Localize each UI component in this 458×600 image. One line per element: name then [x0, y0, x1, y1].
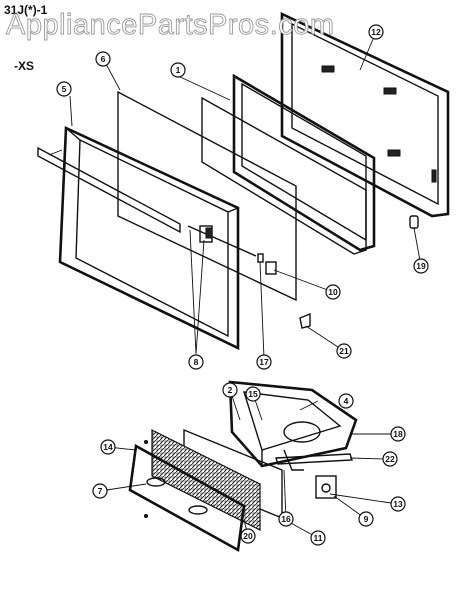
variant-code: -XS	[14, 59, 34, 73]
svg-text:20: 20	[243, 531, 253, 541]
callout-6: 6	[95, 51, 111, 67]
model-code: 31J(*)-1	[4, 3, 48, 17]
bracket-part	[299, 312, 311, 329]
svg-text:12: 12	[371, 27, 381, 37]
callout-15: 15	[245, 386, 261, 402]
callout-10: 10	[325, 284, 341, 300]
svg-text:7: 7	[98, 486, 103, 496]
drawer-screws	[143, 439, 149, 519]
svg-text:1: 1	[176, 65, 181, 75]
svg-text:2: 2	[228, 385, 233, 395]
drawer-support	[283, 449, 304, 471]
callout-21: 21	[336, 343, 352, 359]
callout-9: 9	[358, 511, 374, 527]
outer-door-panel	[280, 11, 450, 218]
door-stop-part	[409, 215, 419, 229]
svg-text:16: 16	[281, 514, 291, 524]
callout-20: 20	[240, 528, 256, 544]
watermark: AppliancePartsPros.com	[6, 9, 335, 41]
callout-14: 14	[100, 439, 116, 455]
callout-1: 1	[170, 62, 186, 78]
svg-text:22: 22	[385, 454, 395, 464]
callout-16: 16	[278, 511, 294, 527]
svg-text:9: 9	[364, 514, 369, 524]
callout-12: 12	[368, 24, 384, 40]
drawer-front	[128, 443, 246, 553]
callout-5: 5	[56, 81, 72, 97]
svg-text:15: 15	[248, 389, 258, 399]
door-frame	[58, 126, 240, 351]
callout-13: 13	[390, 496, 406, 512]
svg-text:4: 4	[344, 396, 349, 406]
door-handle-bar	[37, 146, 181, 234]
svg-text:14: 14	[103, 442, 113, 452]
drawer-rail	[275, 453, 353, 465]
svg-text:11: 11	[314, 533, 323, 543]
handle-mounts	[199, 225, 213, 243]
svg-text:18: 18	[393, 429, 403, 439]
callout-19: 19	[413, 258, 429, 274]
svg-text:19: 19	[416, 261, 426, 271]
callout-18: 18	[390, 426, 406, 442]
callout-17: 17	[256, 354, 272, 370]
svg-text:21: 21	[339, 346, 349, 356]
svg-text:10: 10	[328, 287, 338, 297]
door-glass-panel	[201, 96, 367, 255]
callout-7: 7	[92, 483, 108, 499]
svg-text:5: 5	[62, 84, 67, 94]
svg-text:17: 17	[259, 357, 269, 367]
clip-part	[265, 261, 277, 275]
callout-22: 22	[382, 451, 398, 467]
svg-text:6: 6	[101, 54, 106, 64]
roller-bracket	[315, 475, 337, 499]
svg-text:13: 13	[393, 499, 403, 509]
spacer-part	[257, 253, 264, 263]
svg-text:8: 8	[194, 357, 199, 367]
drawer-body	[228, 380, 358, 468]
callout-4: 4	[338, 393, 354, 409]
callout-11: 11	[310, 530, 326, 546]
window-glass	[117, 90, 297, 302]
drawer-insulation	[151, 429, 261, 531]
callout-8: 8	[188, 354, 204, 370]
callout-2: 2	[222, 382, 238, 398]
